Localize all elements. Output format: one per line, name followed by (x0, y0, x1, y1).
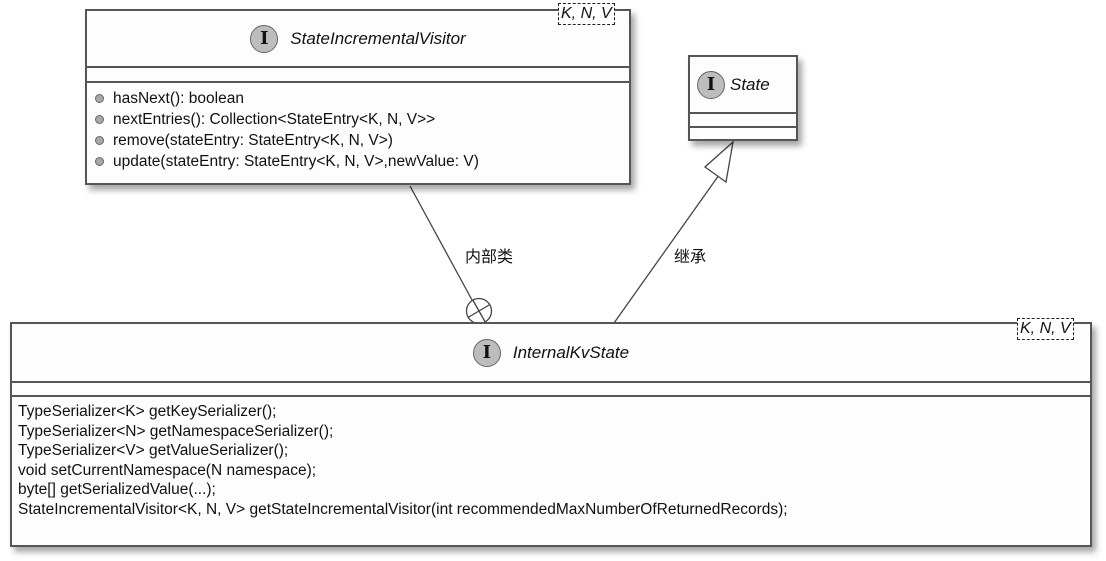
interface-icon: I (250, 24, 279, 53)
class-header: I State (690, 57, 796, 114)
nested-class-label: 内部类 (465, 247, 514, 266)
public-method-icon (95, 157, 104, 166)
nested-class-marker (465, 297, 493, 325)
class-name: State (730, 74, 770, 94)
inheritance-label: 继承 (674, 247, 707, 266)
attributes-compartment (12, 383, 1090, 397)
public-method-icon (95, 94, 104, 103)
method-row: void setCurrentNamespace(N namespace); (18, 461, 317, 479)
attributes-compartment (87, 68, 629, 83)
inheritance-line (613, 174, 720, 324)
method-row: TypeSerializer<K> getKeySerializer(); (18, 403, 277, 420)
class-header: I StateIncrementalVisitor (87, 11, 629, 68)
class-state-incremental-visitor[interactable]: I StateIncrementalVisitor hasNext(): boo… (85, 9, 631, 185)
methods-compartment: hasNext(): boolean nextEntries(): Collec… (87, 83, 629, 177)
method-row: nextEntries(): Collection<StateEntry<K, … (95, 109, 621, 130)
method-row: update(stateEntry: StateEntry<K, N, V>,n… (95, 151, 621, 172)
interface-icon: I (697, 70, 725, 99)
methods-compartment (690, 128, 796, 139)
inheritance-arrowhead (703, 140, 734, 184)
methods-compartment: TypeSerializer<K> getKeySerializer(); Ty… (12, 397, 1090, 524)
class-header: I InternalKvState (12, 324, 1090, 383)
generic-parameters: K, N, V (1017, 318, 1074, 340)
method-row: byte[] getSerializedValue(...); (18, 481, 216, 498)
method-row: TypeSerializer<V> getValueSerializer(); (18, 442, 289, 459)
method-row: TypeSerializer<N> getNamespaceSerializer… (18, 422, 334, 440)
method-row: hasNext(): boolean (95, 88, 621, 109)
method-row: StateIncrementalVisitor<K, N, V> getStat… (18, 500, 788, 518)
class-state[interactable]: I State (688, 55, 798, 141)
class-name: StateIncrementalVisitor (290, 28, 466, 48)
generic-parameters: K, N, V (558, 3, 615, 25)
class-name: InternalKvState (512, 342, 630, 362)
attributes-compartment (690, 114, 796, 128)
method-row: remove(stateEntry: StateEntry<K, N, V>) (95, 130, 621, 151)
nested-class-line (409, 185, 473, 301)
public-method-icon (95, 115, 104, 124)
class-internal-kv-state[interactable]: I InternalKvState TypeSerializer<K> getK… (10, 322, 1092, 547)
public-method-icon (95, 136, 104, 145)
interface-icon: I (472, 338, 501, 367)
